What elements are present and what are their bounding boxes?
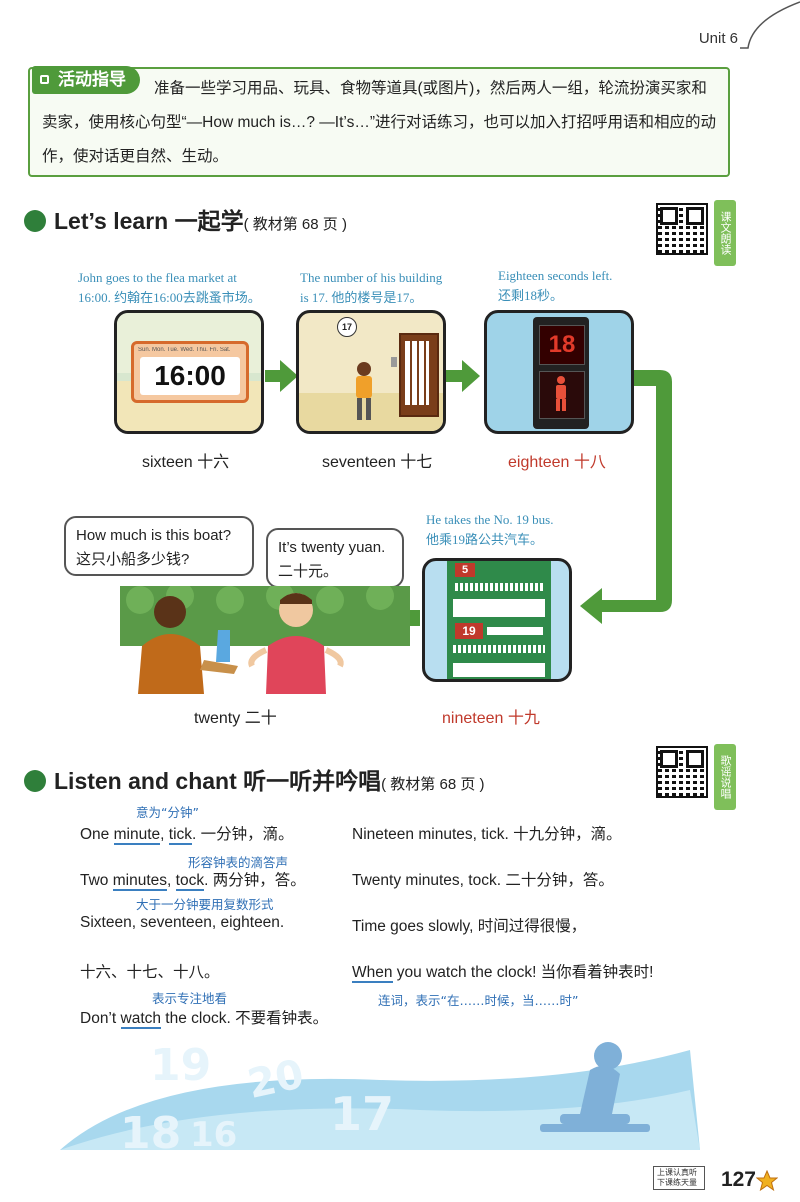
footer-motto: 上课认真听 下课练天量 <box>653 1166 705 1190</box>
bubble-question-en: How much is this boat? <box>76 527 232 544</box>
activity-guide-tag: 活动指导 <box>32 66 140 94</box>
caption-eighteen-zh: 还剩18秒。 <box>498 288 564 303</box>
note-tick: 形容钟表的滴答声 <box>188 855 289 870</box>
clock-days: Sun. Mon. Tue. Wed. Thu. Fri. Sat. <box>138 347 231 353</box>
bubble-answer-en: It’s twenty yuan. <box>278 539 386 556</box>
page-corner-decoration <box>740 1 800 49</box>
red-man-icon <box>556 376 566 411</box>
svg-text:19: 19 <box>150 1040 211 1091</box>
chant-line-1: One minute, tick. 一分钟，滴。 <box>80 826 294 845</box>
tag-square-icon <box>40 75 49 84</box>
page-number: 127 <box>720 1168 756 1191</box>
chant-line-4: 十六、十七、十八。 <box>80 964 220 981</box>
chant-line-9: When you watch the clock! 当你看着钟表时! <box>352 964 654 983</box>
chant-line-6: Nineteen minutes, tick. 十九分钟，滴。 <box>352 826 622 843</box>
caption-eighteen: Eighteen seconds left. 还剩18秒。 <box>498 266 612 306</box>
bubble-answer-zh: 二十元。 <box>278 563 339 580</box>
bubble-question-zh: 这只小船多少钱? <box>76 551 190 568</box>
activity-guide-text: 准备一些学习用品、玩具、食物等道具(或图片)，然后两人一组，轮流扮演买家和卖家，… <box>42 80 716 165</box>
alarm-clock: Sun. Mon. Tue. Wed. Thu. Fri. Sat. 16:00 <box>131 341 249 403</box>
caption-nineteen-en: He takes the No. 19 bus. <box>426 512 554 527</box>
bus-number-19: 19 <box>455 623 483 639</box>
note-minutes: 大于一分钟要用复数形式 <box>136 897 274 912</box>
svg-text:18: 18 <box>120 1108 181 1150</box>
activity-guide-box <box>28 67 730 177</box>
qr-code-icon[interactable] <box>656 203 708 255</box>
lets-learn-title: Let’s learn 一起学 <box>54 208 244 234</box>
caption-eighteen-en: Eighteen seconds left. <box>498 268 613 283</box>
speech-bubble-question: How much is this boat? 这只小船多少钱? <box>64 516 254 576</box>
svg-text:20: 20 <box>244 1051 308 1108</box>
word-eighteen: eighteen 十八 <box>508 454 606 471</box>
activity-guide-tag-label: 活动指导 <box>58 70 126 89</box>
qr-code-icon[interactable] <box>656 746 708 798</box>
signal-countdown: 18 <box>539 325 585 365</box>
picture-card-building: 17 <box>296 310 446 434</box>
svg-text:16: 16 <box>190 1115 237 1150</box>
picture-card-clock: Sun. Mon. Tue. Wed. Thu. Fri. Sat. 16:00 <box>114 310 264 434</box>
chant-title: Listen and chant 听一听并吟唱 <box>54 768 382 794</box>
picture-card-signal: 18 <box>484 310 634 434</box>
clock-time: 16:00 <box>140 357 240 395</box>
chant-line-5: Don’t watch the clock. 不要看钟表。 <box>80 1010 329 1029</box>
svg-text:17: 17 <box>330 1087 394 1141</box>
caption-seventeen-en: The number of his building <box>300 270 443 285</box>
word-twenty: twenty 二十 <box>194 710 277 727</box>
section-bullet-icon <box>24 770 46 792</box>
chant-line-3: Sixteen, seventeen, eighteen. <box>80 914 285 931</box>
chant-ref: ( 教材第 68 页 ) <box>381 776 485 793</box>
caption-sixteen: John goes to the flea market at 16:00. 约… <box>78 268 261 308</box>
caption-nineteen: He takes the No. 19 bus. 他乘19路公共汽车。 <box>426 510 553 550</box>
word-seventeen: seventeen 十七 <box>322 454 433 471</box>
picture-card-bus: 5 19 <box>422 558 572 682</box>
note-minute: 意为“分钟” <box>136 805 199 820</box>
arrow-16-17 <box>265 360 298 392</box>
word-sixteen: sixteen 十六 <box>142 454 230 471</box>
bus-sign: 5 19 <box>447 561 551 679</box>
decorative-clock-banner: 19 20 17 18 16 <box>60 1040 700 1150</box>
speech-bubble-answer: It’s twenty yuan. 二十元。 <box>266 528 404 588</box>
pedestrian-signal: 18 <box>533 317 589 429</box>
arrow-17-18 <box>445 360 480 392</box>
audio-tab-lesson[interactable]: 课文朗读 <box>714 200 736 266</box>
lets-learn-ref: ( 教材第 68 页 ) <box>243 216 347 233</box>
chant-line-7: Twenty minutes, tock. 二十分钟，答。 <box>352 872 614 889</box>
section-title-chant: Listen and chant 听一听并吟唱( 教材第 68 页 ) <box>24 762 485 796</box>
audio-tab-chant[interactable]: 歌谣说唱 <box>714 744 736 810</box>
building-number: 17 <box>337 317 357 337</box>
boy-figure <box>356 362 372 420</box>
shopping-scene <box>120 586 410 694</box>
bus-number-5: 5 <box>455 563 475 577</box>
caption-nineteen-zh: 他乘19路公共汽车。 <box>426 532 544 547</box>
section-title-lets-learn: Let’s learn 一起学( 教材第 68 页 ) <box>24 202 347 236</box>
caption-sixteen-en: John goes to the flea market at <box>78 270 237 285</box>
section-bullet-icon <box>24 210 46 232</box>
caption-sixteen-zh: 16:00. 约翰在16:00去跳蚤市场。 <box>78 290 261 305</box>
chant-line-2: Two minutes, tock. 两分钟，答。 <box>80 872 306 891</box>
star-icon <box>756 1170 778 1192</box>
note-watch: 表示专注地看 <box>152 991 228 1006</box>
caption-seventeen: The number of his building is 17. 他的楼号是1… <box>300 268 442 308</box>
chant-line-8: Time goes slowly, 时间过得很慢， <box>352 918 587 935</box>
arrow-18-19 <box>580 370 672 624</box>
note-when: 连词，表示“在……时候，当……时” <box>378 993 579 1008</box>
unit-label: Unit 6 <box>698 30 738 47</box>
word-nineteen: nineteen 十九 <box>442 710 540 727</box>
caption-seventeen-zh: is 17. 他的楼号是17。 <box>300 290 423 305</box>
